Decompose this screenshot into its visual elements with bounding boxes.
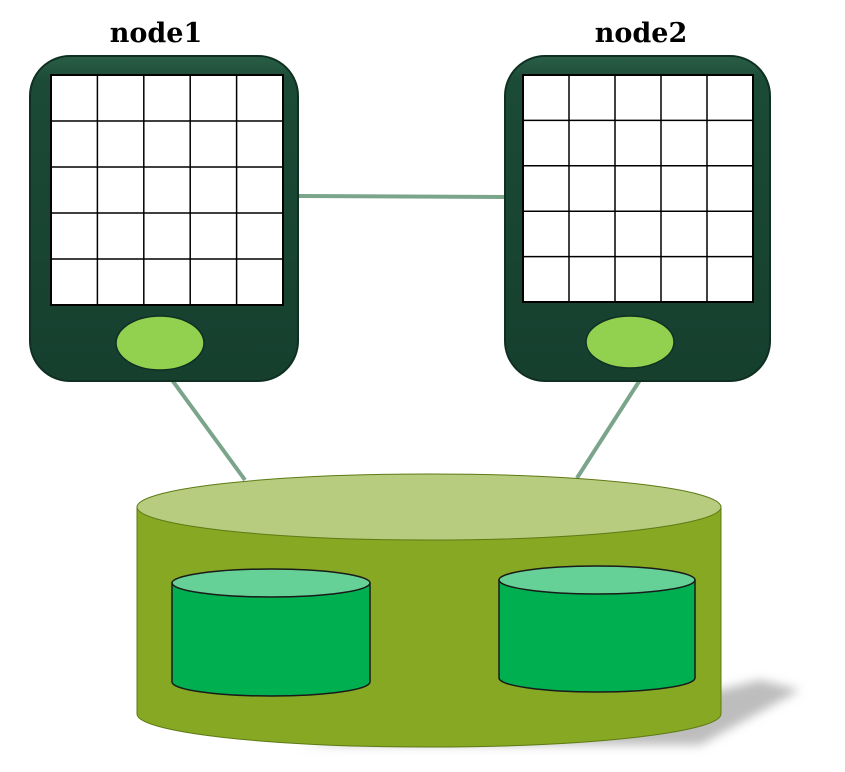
disk-top — [498, 565, 696, 595]
grid-background — [522, 74, 754, 303]
node2: node2 — [504, 18, 771, 382]
node1: node1 — [29, 18, 299, 382]
node1-grid — [50, 74, 284, 306]
storage-top — [136, 473, 722, 541]
node2-storage-connector — [575, 378, 642, 480]
disk-body — [171, 582, 371, 697]
disk-1 — [171, 568, 371, 697]
node1-storage-connector — [170, 378, 247, 482]
node2-label: node2 — [595, 18, 687, 49]
disk-body — [498, 579, 696, 693]
node2-button — [585, 315, 675, 369]
grid-background — [50, 74, 284, 306]
node1-label: node1 — [110, 18, 202, 49]
disk-top — [171, 568, 371, 598]
disk-2 — [498, 565, 696, 693]
node-link-connector — [297, 194, 506, 199]
node1-button — [115, 315, 205, 371]
node2-grid — [522, 74, 754, 303]
